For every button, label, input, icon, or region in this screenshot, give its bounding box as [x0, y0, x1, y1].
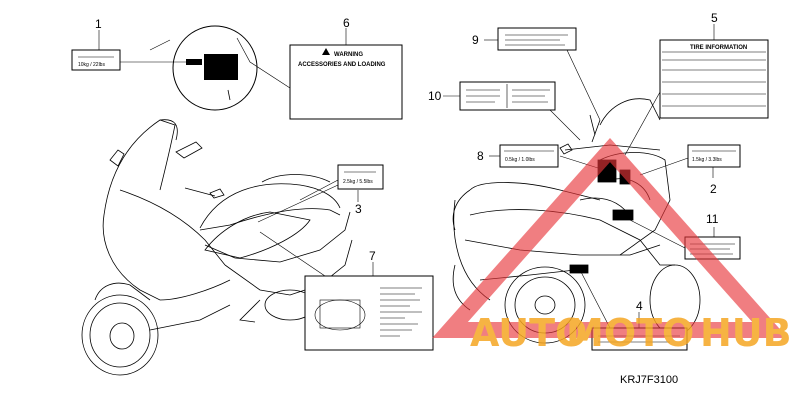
label-7: [304, 275, 434, 351]
label-6: WARNING ACCESSORIES AND LOADING: [289, 44, 403, 120]
callout-5: 5: [711, 11, 718, 25]
callout-3: 3: [355, 202, 362, 216]
label-1-text: 10kg / 22lbs: [78, 62, 105, 68]
watermark-hub: HUB: [700, 311, 792, 355]
callout-8: 8: [477, 149, 484, 163]
callout-2: 2: [710, 182, 717, 196]
watermark-triangle: [432, 137, 788, 338]
callout-7: 7: [369, 249, 376, 263]
watermark-auto: AUTO: [470, 311, 587, 355]
callout-10: 10: [428, 89, 442, 103]
callout-6: 6: [343, 16, 350, 30]
label-1: 10kg / 22lbs: [71, 49, 121, 71]
label-3-text: 2.5kg / 5.5lbs: [343, 179, 373, 185]
leader-lines: [98, 24, 715, 329]
label-2: 1.5kg / 3.3lbs: [687, 144, 741, 168]
callout-1: 1: [95, 17, 102, 31]
label-10: [459, 81, 556, 111]
watermark-moto: MOTO: [566, 311, 694, 355]
label-8-text: 0.5kg / 1.0lbs: [505, 157, 535, 163]
label-6-title: WARNING: [334, 52, 363, 58]
watermark: AUTO MOTO HUB: [432, 137, 792, 355]
label-3: 2.5kg / 5.5lbs: [337, 164, 384, 190]
callout-4: 4: [636, 299, 643, 313]
magnifier-detail: [149, 25, 291, 111]
label-5: TIRE INFORMATION: [659, 39, 769, 119]
label-8: 0.5kg / 1.0lbs: [499, 144, 559, 168]
scooter-left: [81, 119, 353, 376]
callout-9: 9: [472, 33, 479, 47]
label-9: [497, 27, 577, 51]
diagram-code: KRJ7F3100: [620, 374, 678, 386]
callout-11: 11: [706, 212, 719, 226]
callout-numbers: 1 2 3 4 5 6 7 8 9 10 11: [95, 11, 719, 313]
label-6-subtitle: ACCESSORIES AND LOADING: [298, 62, 386, 68]
label-2-text: 1.5kg / 3.3lbs: [692, 157, 722, 163]
label-5-title: TIRE INFORMATION: [690, 45, 747, 51]
